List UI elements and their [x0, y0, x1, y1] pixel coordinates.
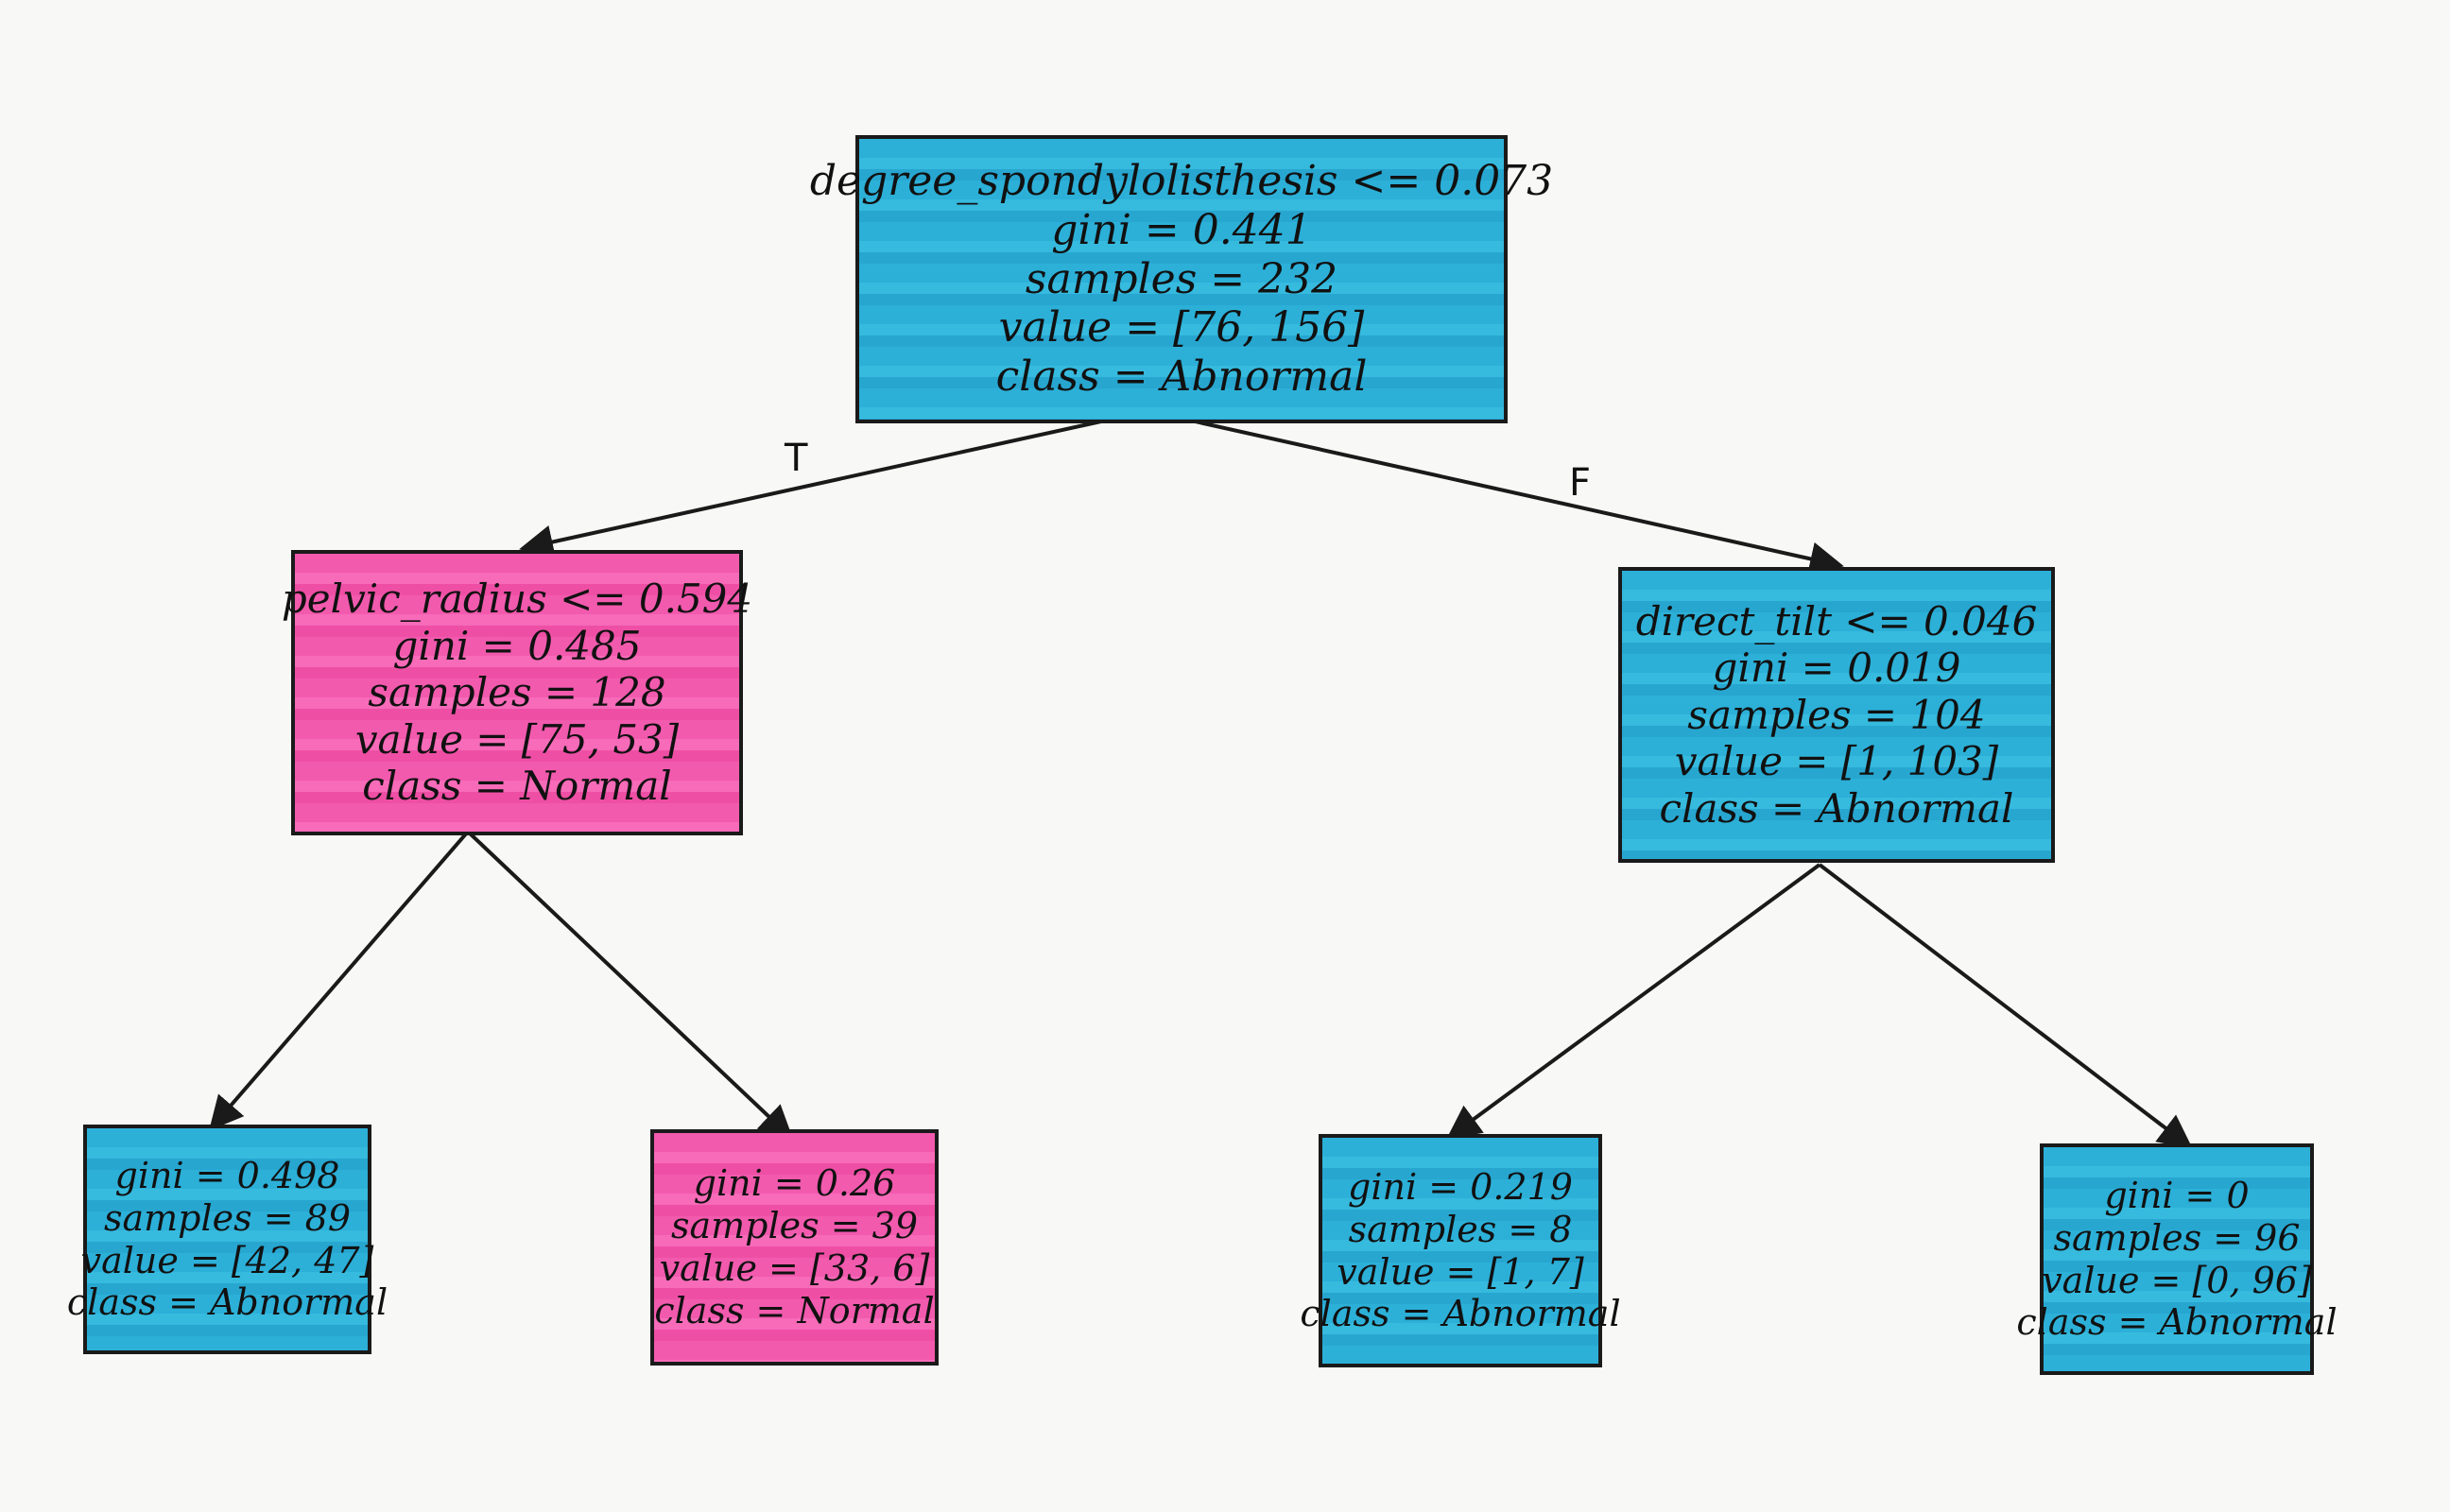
edge-right-to-leaf-rl	[1446, 863, 1821, 1140]
leaf-rl-value: value = [1, 7]	[1337, 1250, 1584, 1293]
leaf-rl-gini: gini = 0.219	[1348, 1165, 1573, 1208]
left-gini: gini = 0.485	[392, 622, 642, 669]
right-class: class = Abnormal	[1659, 784, 2014, 832]
edge-label-false: F	[1569, 461, 1592, 505]
right-node: direct_tilt <= 0.046 gini = 0.019 sample…	[1618, 567, 2055, 863]
leaf-rr-value: value = [0, 96]	[2042, 1259, 2312, 1301]
right-samples: samples = 104	[1687, 691, 1986, 738]
leaf-rl-samples: samples = 8	[1348, 1208, 1573, 1250]
leaf-ll-gini: gini = 0.498	[114, 1154, 340, 1196]
leaf-lr-samples: samples = 39	[670, 1205, 918, 1247]
edge-root-to-right	[1147, 409, 1844, 576]
leaf-node-lr: gini = 0.26 samples = 39 value = [33, 6]…	[650, 1129, 939, 1366]
leaf-node-rr: gini = 0 samples = 96 value = [0, 96] cl…	[2016, 1143, 2338, 1375]
root-value: value = [76, 156]	[998, 303, 1365, 352]
edge-left-to-leaf-ll	[209, 830, 470, 1131]
right-split: direct_tilt <= 0.046	[1635, 597, 2038, 644]
left-split: pelvic_radius <= 0.594	[281, 576, 753, 623]
root-split: degree_spondylolisthesis <= 0.073	[809, 156, 1554, 205]
edge-root-to-left	[519, 409, 1149, 559]
leaf-ll-samples: samples = 89	[103, 1196, 351, 1239]
edge-label-true: T	[785, 437, 808, 480]
root-class: class = Abnormal	[995, 352, 1368, 402]
leaf-ll-class: class = Abnormal	[66, 1281, 388, 1324]
root-gini: gini = 0.441	[1051, 205, 1312, 254]
leaf-lr-class: class = Normal	[654, 1289, 935, 1332]
leaf-rr-gini: gini = 0	[2104, 1174, 2250, 1216]
root-samples: samples = 232	[1025, 254, 1338, 303]
left-node: pelvic_radius <= 0.594 gini = 0.485 samp…	[282, 550, 752, 835]
left-value: value = [75, 53]	[354, 715, 680, 763]
left-samples: samples = 128	[368, 669, 666, 716]
leaf-lr-gini: gini = 0.26	[693, 1162, 896, 1205]
leaf-lr-value: value = [33, 6]	[659, 1247, 930, 1289]
leaf-node-rl: gini = 0.219 samples = 8 value = [1, 7] …	[1300, 1134, 1621, 1367]
edge-right-to-leaf-rr	[1818, 863, 2193, 1149]
leaf-rl-class: class = Abnormal	[1300, 1293, 1621, 1335]
right-gini: gini = 0.019	[1712, 644, 1961, 692]
leaf-rr-class: class = Abnormal	[2016, 1301, 2338, 1344]
left-class: class = Normal	[362, 763, 672, 810]
edge-left-to-leaf-lr	[466, 830, 794, 1141]
leaf-rr-samples: samples = 96	[2053, 1216, 2301, 1259]
leaf-node-ll: gini = 0.498 samples = 89 value = [42, 4…	[67, 1125, 388, 1354]
root-node: degree_spondylolisthesis <= 0.073 gini =…	[810, 135, 1553, 423]
leaf-ll-value: value = [42, 47]	[80, 1239, 374, 1281]
right-value: value = [1, 103]	[1674, 738, 1999, 785]
